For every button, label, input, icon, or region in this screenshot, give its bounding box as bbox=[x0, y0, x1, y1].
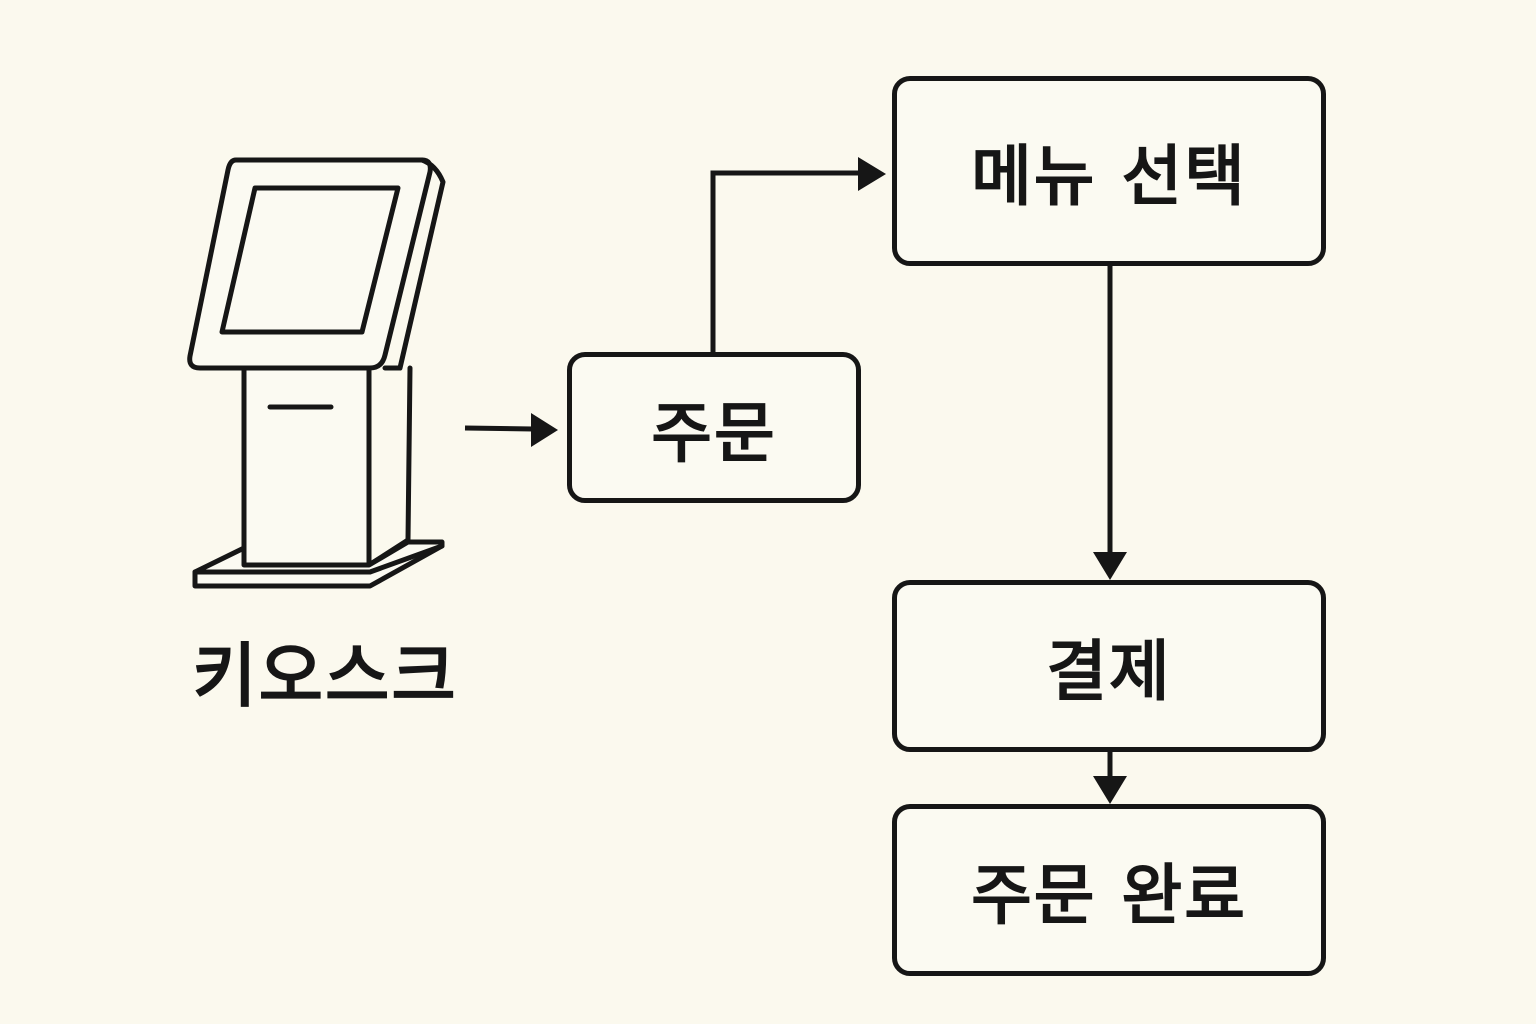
step-payment-box: 결제 bbox=[892, 580, 1326, 752]
step-order-complete-box: 주문 완료 bbox=[892, 804, 1326, 976]
kiosk-icon bbox=[187, 157, 446, 589]
step-menu-select-box: 메뉴 선택 bbox=[892, 76, 1326, 266]
step-payment-label: 결제 bbox=[1046, 633, 1172, 710]
connectors bbox=[464, 170, 1113, 780]
arrowheads bbox=[531, 157, 1127, 804]
arrow-kiosk-to-order bbox=[464, 425, 534, 432]
step-menu-select-label: 메뉴 선택 bbox=[971, 138, 1247, 215]
step-order-complete-label: 주문 완료 bbox=[971, 857, 1247, 934]
step-order-label: 주문 bbox=[651, 394, 777, 472]
arrowhead-complete bbox=[1093, 776, 1127, 804]
step-order-box: 주문 bbox=[567, 352, 861, 503]
arrowhead-menu bbox=[858, 157, 886, 191]
arrowhead-order bbox=[531, 413, 558, 447]
arrow-order-to-menu bbox=[710, 170, 860, 352]
arrowhead-payment bbox=[1093, 552, 1127, 580]
kiosk-label: 키오스크 bbox=[192, 635, 458, 717]
